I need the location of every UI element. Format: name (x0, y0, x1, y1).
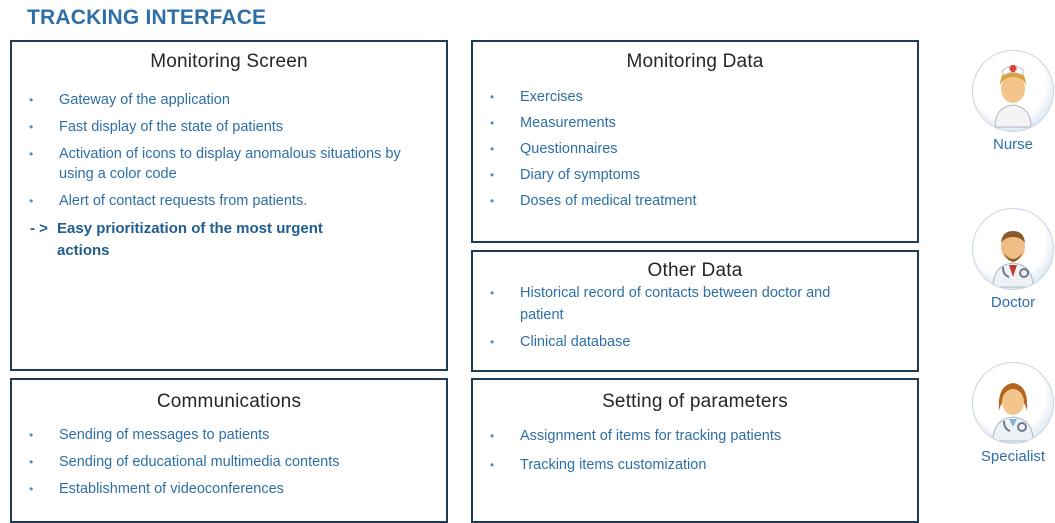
doctor-icon (972, 208, 1054, 290)
other-data-panel: Other Data •Historical record of contact… (471, 250, 919, 372)
monitoring-data-heading: Monitoring Data (626, 51, 764, 72)
bullet-icon: • (29, 194, 34, 208)
bullet-icon: • (490, 168, 495, 182)
page-title: TRACKING INTERFACE (27, 6, 267, 29)
list-item: •Establishment of videoconferences (29, 481, 284, 497)
list-item: •Exercises (490, 89, 583, 105)
role-label: Nurse (992, 136, 1033, 153)
bullet-icon: • (490, 335, 495, 349)
role-label: Specialist (980, 448, 1046, 465)
role-nurse: Nurse (958, 50, 1055, 153)
list-item: •Diary of symptoms (490, 167, 641, 183)
bullet-icon: • (29, 482, 34, 496)
bullet-icon: • (29, 93, 34, 107)
communications-panel: Communications •Sending of messages to p… (10, 378, 448, 523)
list-item: •Gateway of the application (29, 92, 230, 108)
bullet-icon: • (490, 286, 495, 300)
setting-of-parameters-panel: Setting of parameters •Assignment of ite… (471, 378, 919, 523)
bullet-icon: • (490, 429, 495, 443)
highlight-line-1: Easy prioritization of the most urgent (57, 220, 323, 237)
list-item: •Measurements (490, 115, 616, 131)
list-item: •Sending of educational multimedia conte… (29, 454, 340, 470)
bullet-icon: • (490, 90, 495, 104)
bullet-icon: • (490, 142, 495, 156)
nurse-icon (972, 50, 1054, 132)
specialist-icon (972, 362, 1054, 444)
monitoring-screen-list: •Gateway of the application •Fast displa… (12, 90, 446, 211)
list-item: •Clinical database (473, 331, 917, 353)
list-item: •Activation of icons to display anomalou… (29, 146, 401, 182)
monitoring-screen-heading: Monitoring Screen (150, 51, 308, 72)
bullet-icon: • (29, 428, 34, 442)
list-item: •Sending of messages to patients (29, 427, 270, 443)
communications-list: •Sending of messages to patients •Sendin… (12, 425, 446, 499)
setting-of-parameters-list: •Assignment of items for tracking patien… (473, 426, 917, 475)
list-item: •Alert of contact requests from patients… (29, 193, 308, 209)
monitoring-screen-panel: Monitoring Screen •Gateway of the applic… (10, 40, 448, 371)
role-specialist: Specialist (958, 362, 1055, 465)
bullet-icon: • (490, 194, 495, 208)
arrow-prefix: - > (30, 220, 48, 237)
bullet-icon: • (29, 147, 34, 161)
bullet-icon: • (29, 455, 34, 469)
other-data-heading: Other Data (647, 260, 743, 281)
role-doctor: Doctor (958, 208, 1055, 311)
list-item: •Fast display of the state of patients (29, 119, 284, 135)
role-label: Doctor (990, 294, 1036, 311)
bullet-icon: • (29, 120, 34, 134)
highlight-line-2: actions (57, 242, 110, 259)
setting-of-parameters-heading: Setting of parameters (602, 391, 788, 412)
monitoring-data-list: •Exercises •Measurements •Questionnaires… (473, 87, 917, 211)
list-item: •Assignment of items for tracking patien… (490, 428, 782, 444)
communications-heading: Communications (156, 391, 302, 412)
priority-highlight: - > Easy prioritization of the most urgen… (12, 218, 446, 262)
other-data-list: •Historical record of contacts between d… (473, 282, 917, 353)
bullet-icon: • (490, 116, 495, 130)
bullet-icon: • (490, 458, 495, 472)
list-item: •Questionnaires (490, 141, 618, 157)
list-item: •Doses of medical treatment (490, 193, 697, 209)
list-item: •Tracking items customization (490, 457, 707, 473)
list-item: •Historical record of contacts between d… (473, 282, 917, 326)
monitoring-data-panel: Monitoring Data •Exercises •Measurements… (471, 40, 919, 243)
